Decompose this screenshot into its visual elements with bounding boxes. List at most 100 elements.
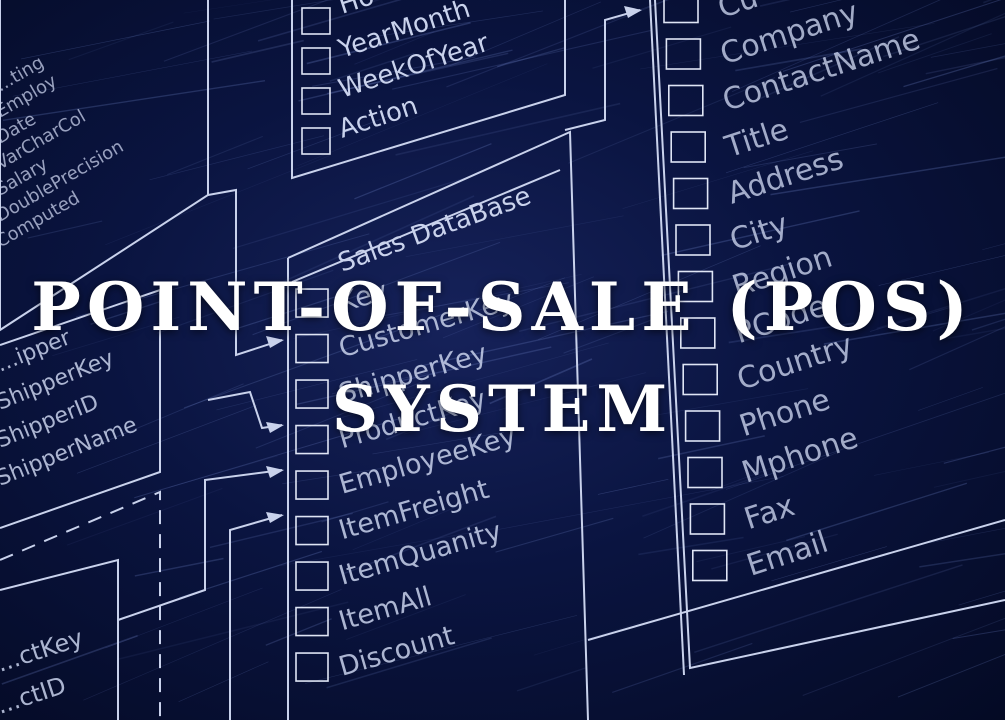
light-streak — [518, 262, 794, 332]
light-streak — [282, 467, 384, 485]
light-streak — [213, 0, 334, 20]
light-streak — [640, 23, 935, 70]
light-streak — [725, 392, 1005, 490]
light-streak — [790, 0, 842, 13]
field-checkbox — [301, 87, 331, 115]
light-streak — [612, 642, 753, 693]
light-streak — [329, 52, 415, 82]
light-streak — [149, 135, 325, 181]
field-checkbox — [684, 410, 721, 442]
field-checkbox — [295, 424, 329, 455]
light-streak — [403, 372, 646, 435]
field-label: Cu — [714, 0, 763, 26]
light-streaks — [1, 0, 1005, 702]
light-streak — [298, 49, 513, 102]
light-streak — [638, 536, 744, 556]
light-streak — [305, 615, 578, 684]
light-streak — [134, 557, 224, 577]
light-streak — [755, 36, 900, 102]
light-streak — [296, 346, 552, 405]
light-streak — [516, 667, 586, 692]
field-checkbox — [665, 38, 702, 70]
light-streak — [21, 20, 211, 60]
field-checkbox — [679, 317, 716, 349]
light-streak — [117, 601, 349, 661]
light-streak — [932, 299, 1005, 332]
light-streak — [446, 0, 670, 88]
light-streak — [183, 0, 273, 14]
light-streak — [211, 39, 304, 63]
headline-line-2: SYSTEM — [331, 372, 674, 447]
table-name: Sales DataBase — [334, 181, 535, 279]
field-checkbox — [295, 652, 329, 682]
field-checkbox — [667, 84, 704, 117]
light-streak — [802, 617, 1005, 696]
light-streak — [76, 404, 257, 474]
light-streak — [52, 316, 180, 357]
light-streak — [105, 587, 263, 649]
light-streak — [903, 55, 1005, 88]
light-streak — [342, 515, 497, 575]
light-streak — [909, 326, 1005, 371]
light-streak — [312, 56, 476, 87]
light-streak — [392, 30, 651, 90]
light-streak — [876, 288, 1005, 330]
light-streak — [592, 26, 732, 69]
light-streak — [958, 590, 1005, 606]
light-streak — [644, 388, 809, 418]
light-streak — [725, 102, 939, 174]
light-streak — [869, 305, 956, 332]
light-streak — [622, 150, 814, 209]
light-streak — [494, 476, 784, 531]
light-streak — [157, 269, 334, 334]
light-streak — [326, 637, 492, 689]
light-streak — [782, 0, 1002, 72]
light-streak — [943, 446, 1005, 464]
light-streak — [370, 10, 543, 38]
light-streak — [2, 79, 266, 122]
light-streak — [982, 243, 1005, 250]
light-streak — [696, 536, 805, 563]
light-streak — [169, 455, 278, 488]
light-streak — [657, 435, 765, 460]
field-checkbox — [687, 456, 723, 489]
light-streak — [405, 215, 624, 258]
field-checkbox — [689, 503, 726, 535]
light-streak — [252, 241, 501, 336]
light-streak — [799, 67, 998, 124]
light-streak — [933, 471, 1005, 488]
light-streak — [354, 31, 435, 65]
field-checkbox — [670, 131, 707, 163]
light-streak — [341, 342, 609, 418]
light-streak — [495, 517, 614, 553]
field-checkbox — [682, 363, 719, 396]
headline-line-1: POINT-OF-SALE (POS) — [31, 268, 974, 346]
light-streak — [68, 21, 174, 61]
field-checkbox — [295, 515, 329, 546]
light-streak — [743, 143, 878, 169]
light-streak — [642, 472, 767, 517]
light-streak — [918, 387, 983, 411]
light-streak — [293, 273, 582, 339]
light-streak — [897, 654, 1005, 698]
light-streak — [533, 618, 654, 656]
light-streak — [694, 564, 963, 653]
light-streak — [271, 195, 475, 288]
light-streak — [449, 1, 602, 67]
field-checkbox — [691, 549, 728, 582]
light-streak — [83, 588, 342, 701]
light-streak — [27, 220, 103, 239]
light-streak — [786, 482, 968, 542]
light-streak — [442, 276, 594, 339]
light-streak — [563, 319, 652, 354]
light-streak — [378, 282, 569, 317]
field-checkbox — [295, 379, 329, 409]
light-streak — [255, 381, 423, 449]
field-label: City — [726, 207, 793, 258]
light-streak — [441, 277, 566, 325]
field-label: Title — [720, 112, 793, 165]
light-streak — [372, 431, 505, 455]
light-streak — [878, 255, 1005, 286]
